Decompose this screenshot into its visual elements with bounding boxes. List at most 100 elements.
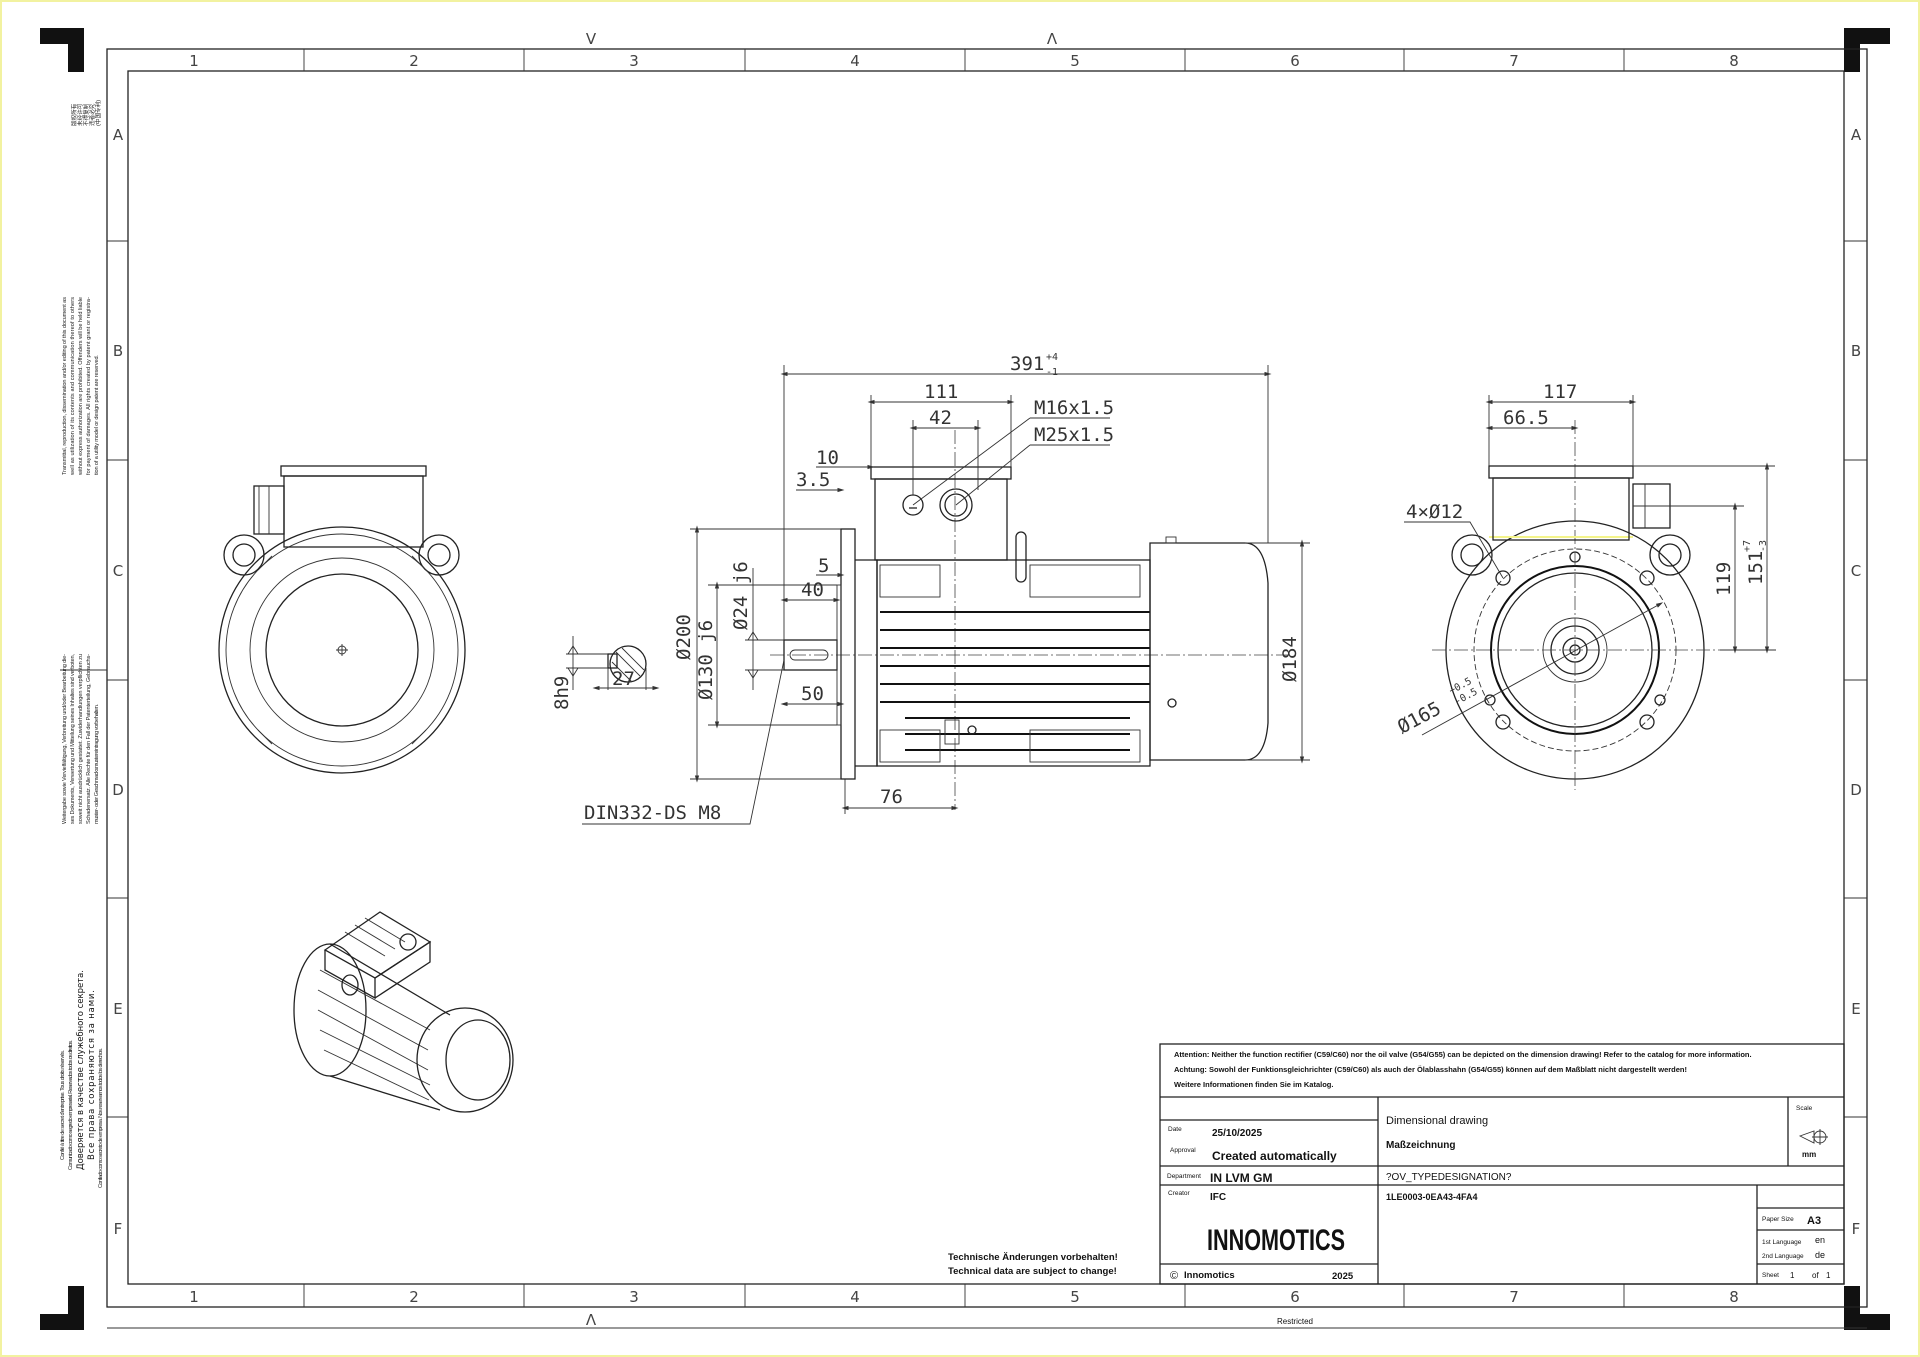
spigot-diameter-dimension: Ø130 j6 — [695, 620, 717, 700]
svg-text:without express authorization: without express authorization are prohib… — [78, 297, 84, 476]
dimension-10: 10 — [816, 447, 839, 469]
svg-text:未经许可: 未经许可 — [76, 103, 84, 126]
svg-text:F: F — [114, 1220, 123, 1238]
sheet-of-label: of — [1812, 1271, 1819, 1280]
dimension-40: 40 — [801, 579, 824, 601]
svg-text:B: B — [1851, 342, 1861, 360]
svg-text:Transmittal, reproduction, dis: Transmittal, reproduction, dissemination… — [62, 297, 68, 475]
svg-text:tion of a utility model or des: tion of a utility model or design patent… — [94, 355, 100, 475]
svg-text:6: 6 — [1290, 1288, 1300, 1306]
scale-label: Scale — [1796, 1105, 1813, 1112]
svg-text:soweit nicht ausdrücklich gest: soweit nicht ausdrücklich gestattet. Zuw… — [78, 654, 84, 824]
language-1-value: en — [1815, 1235, 1825, 1245]
creator-value: IFC — [1210, 1192, 1226, 1203]
copyright-owner: Innomotics — [1184, 1270, 1235, 1281]
center-hole-label: DIN332-DS M8 — [584, 802, 721, 824]
box-width-dimension: 117 — [1543, 381, 1577, 403]
shaft-key-section: 8h9 27 — [551, 636, 660, 710]
approval-label: Approval — [1170, 1147, 1196, 1154]
type-designation: ?OV_TYPEDESIGNATION? — [1386, 1172, 1512, 1183]
gland-large-label: M25x1.5 — [1034, 424, 1114, 446]
svg-text:3: 3 — [629, 52, 639, 70]
date-label: Date — [1168, 1126, 1182, 1133]
svg-text:+4: +4 — [1046, 352, 1058, 363]
row-labels-right: AB CD EF — [1850, 126, 1862, 1238]
dimension-76: 76 — [880, 786, 903, 808]
bolt-circle-dimension: Ø165 — [1394, 698, 1445, 739]
svg-text:5: 5 — [1070, 52, 1080, 70]
svg-text:A: A — [1851, 126, 1862, 144]
sheet-total: 1 — [1826, 1271, 1831, 1280]
total-height-dimension: 151 — [1745, 551, 1767, 585]
front-view-drive-end — [218, 465, 466, 774]
margin-german-notice: Weitergabe sowie Vervielfältigung, Verbr… — [62, 654, 100, 824]
fan-cover-diameter-dimension: Ø184 — [1279, 636, 1301, 682]
margin-english-notice: Transmittal, reproduction, dissemination… — [62, 297, 100, 476]
scale-unit: mm — [1802, 1150, 1816, 1159]
svg-text:E: E — [113, 1000, 122, 1018]
svg-text:well as utilization of its con: well as utilization of its contents and … — [70, 297, 76, 476]
cable-gland-m25-icon — [939, 488, 973, 522]
dimension-50: 50 — [801, 683, 824, 705]
svg-text:不得复制: 不得复制 — [82, 103, 90, 126]
grid-dividers — [107, 49, 1867, 1307]
svg-text:违者必究: 违者必究 — [88, 103, 96, 126]
holes-dimension: 4×Ø12 — [1406, 501, 1463, 523]
key-width-dimension: 8h9 — [551, 676, 573, 710]
shaft-height-dimension: 119 — [1713, 562, 1735, 596]
svg-text:Confiado como secreto de empre: Confiado como secreto de empresa. Nos re… — [98, 1048, 104, 1188]
side-view — [770, 430, 1290, 810]
gland-small-label: M16x1.5 — [1034, 397, 1114, 419]
attention-note-de-2: Weitere Informationen finden Sie im Kata… — [1174, 1080, 1333, 1089]
svg-text:Доверяется в качестве служебно: Доверяется в качестве служебного секрета… — [76, 970, 86, 1170]
restricted-label: Restricted — [1277, 1317, 1313, 1326]
outer-frame — [106, 48, 1868, 1308]
side-view-dimensions: 391 +4 -1 111 42 M16x1.5 M25x1.5 10 3.5 … — [582, 352, 1310, 825]
svg-text:Confié à titre de secret d'ent: Confié à titre de secret d'entreprise. T… — [60, 1050, 66, 1160]
svg-text:Все права сохраняются за нами.: Все права сохраняются за нами. — [87, 990, 97, 1160]
svg-text:8: 8 — [1729, 1288, 1739, 1306]
svg-text:B: B — [113, 342, 123, 360]
dimension-5: 5 — [818, 555, 829, 577]
svg-text:E: E — [1851, 1000, 1860, 1018]
svg-text:A: A — [113, 126, 124, 144]
svg-text:4: 4 — [850, 52, 860, 70]
svg-text:4: 4 — [850, 1288, 860, 1306]
svg-text:2: 2 — [409, 1288, 419, 1306]
sheet-label: Sheet — [1762, 1272, 1779, 1279]
box-length-dimension: 111 — [924, 381, 958, 403]
svg-text:8: 8 — [1729, 52, 1739, 70]
projection-symbol-icon — [1798, 1129, 1828, 1145]
attention-note-de: Achtung: Sowohl der Funktionsgleichricht… — [1174, 1065, 1687, 1074]
svg-text:+7: +7 — [1742, 540, 1753, 552]
dimension-3-5: 3.5 — [796, 469, 830, 491]
end-view-dimensions: 117 66.5 4×Ø12 119 151 +7 -3 Ø165 +0.5 -… — [1394, 381, 1776, 739]
svg-text:7: 7 — [1509, 52, 1519, 70]
centering-mark-bottom: Λ — [586, 1311, 597, 1329]
drawing-title-de: Maßzeichnung — [1386, 1140, 1455, 1151]
gland-spacing-dimension: 42 — [929, 407, 952, 429]
approval-value: Created automatically — [1212, 1149, 1337, 1163]
svg-text:D: D — [1850, 781, 1862, 799]
svg-text:版权所有: 版权所有 — [70, 103, 78, 126]
overall-length-dimension: 391 — [1010, 353, 1044, 375]
margin-chinese-notice: 版权所有未经许可 不得复制违者必究 (中国专利) — [70, 100, 102, 126]
centering-mark-top-left: V — [586, 30, 597, 48]
order-number: 1LE0003-0EA43-4FA4 — [1386, 1192, 1478, 1202]
svg-text:1: 1 — [189, 1288, 199, 1306]
row-labels-left: AB CD EF — [112, 126, 124, 1238]
isometric-view — [293, 911, 514, 1113]
department-value: IN LVM GM — [1210, 1171, 1272, 1185]
key-height-dimension: 27 — [612, 668, 635, 690]
svg-text:F: F — [1852, 1220, 1861, 1238]
paper-size-value: A3 — [1807, 1215, 1821, 1227]
innomotics-logo: INNOMOTICS — [1207, 1224, 1345, 1257]
attention-note-en: Attention: Neither the function rectifie… — [1174, 1050, 1752, 1059]
svg-text:Comunicado como segredo empres: Comunicado como segredo empresarial. Res… — [68, 1040, 74, 1170]
svg-text:5: 5 — [1070, 1288, 1080, 1306]
change-note-de: Technische Änderungen vorbehalten! — [948, 1252, 1118, 1263]
svg-text:-1: -1 — [1046, 367, 1058, 378]
svg-text:for payment of damages. All ri: for payment of damages. All rights creat… — [86, 297, 92, 475]
